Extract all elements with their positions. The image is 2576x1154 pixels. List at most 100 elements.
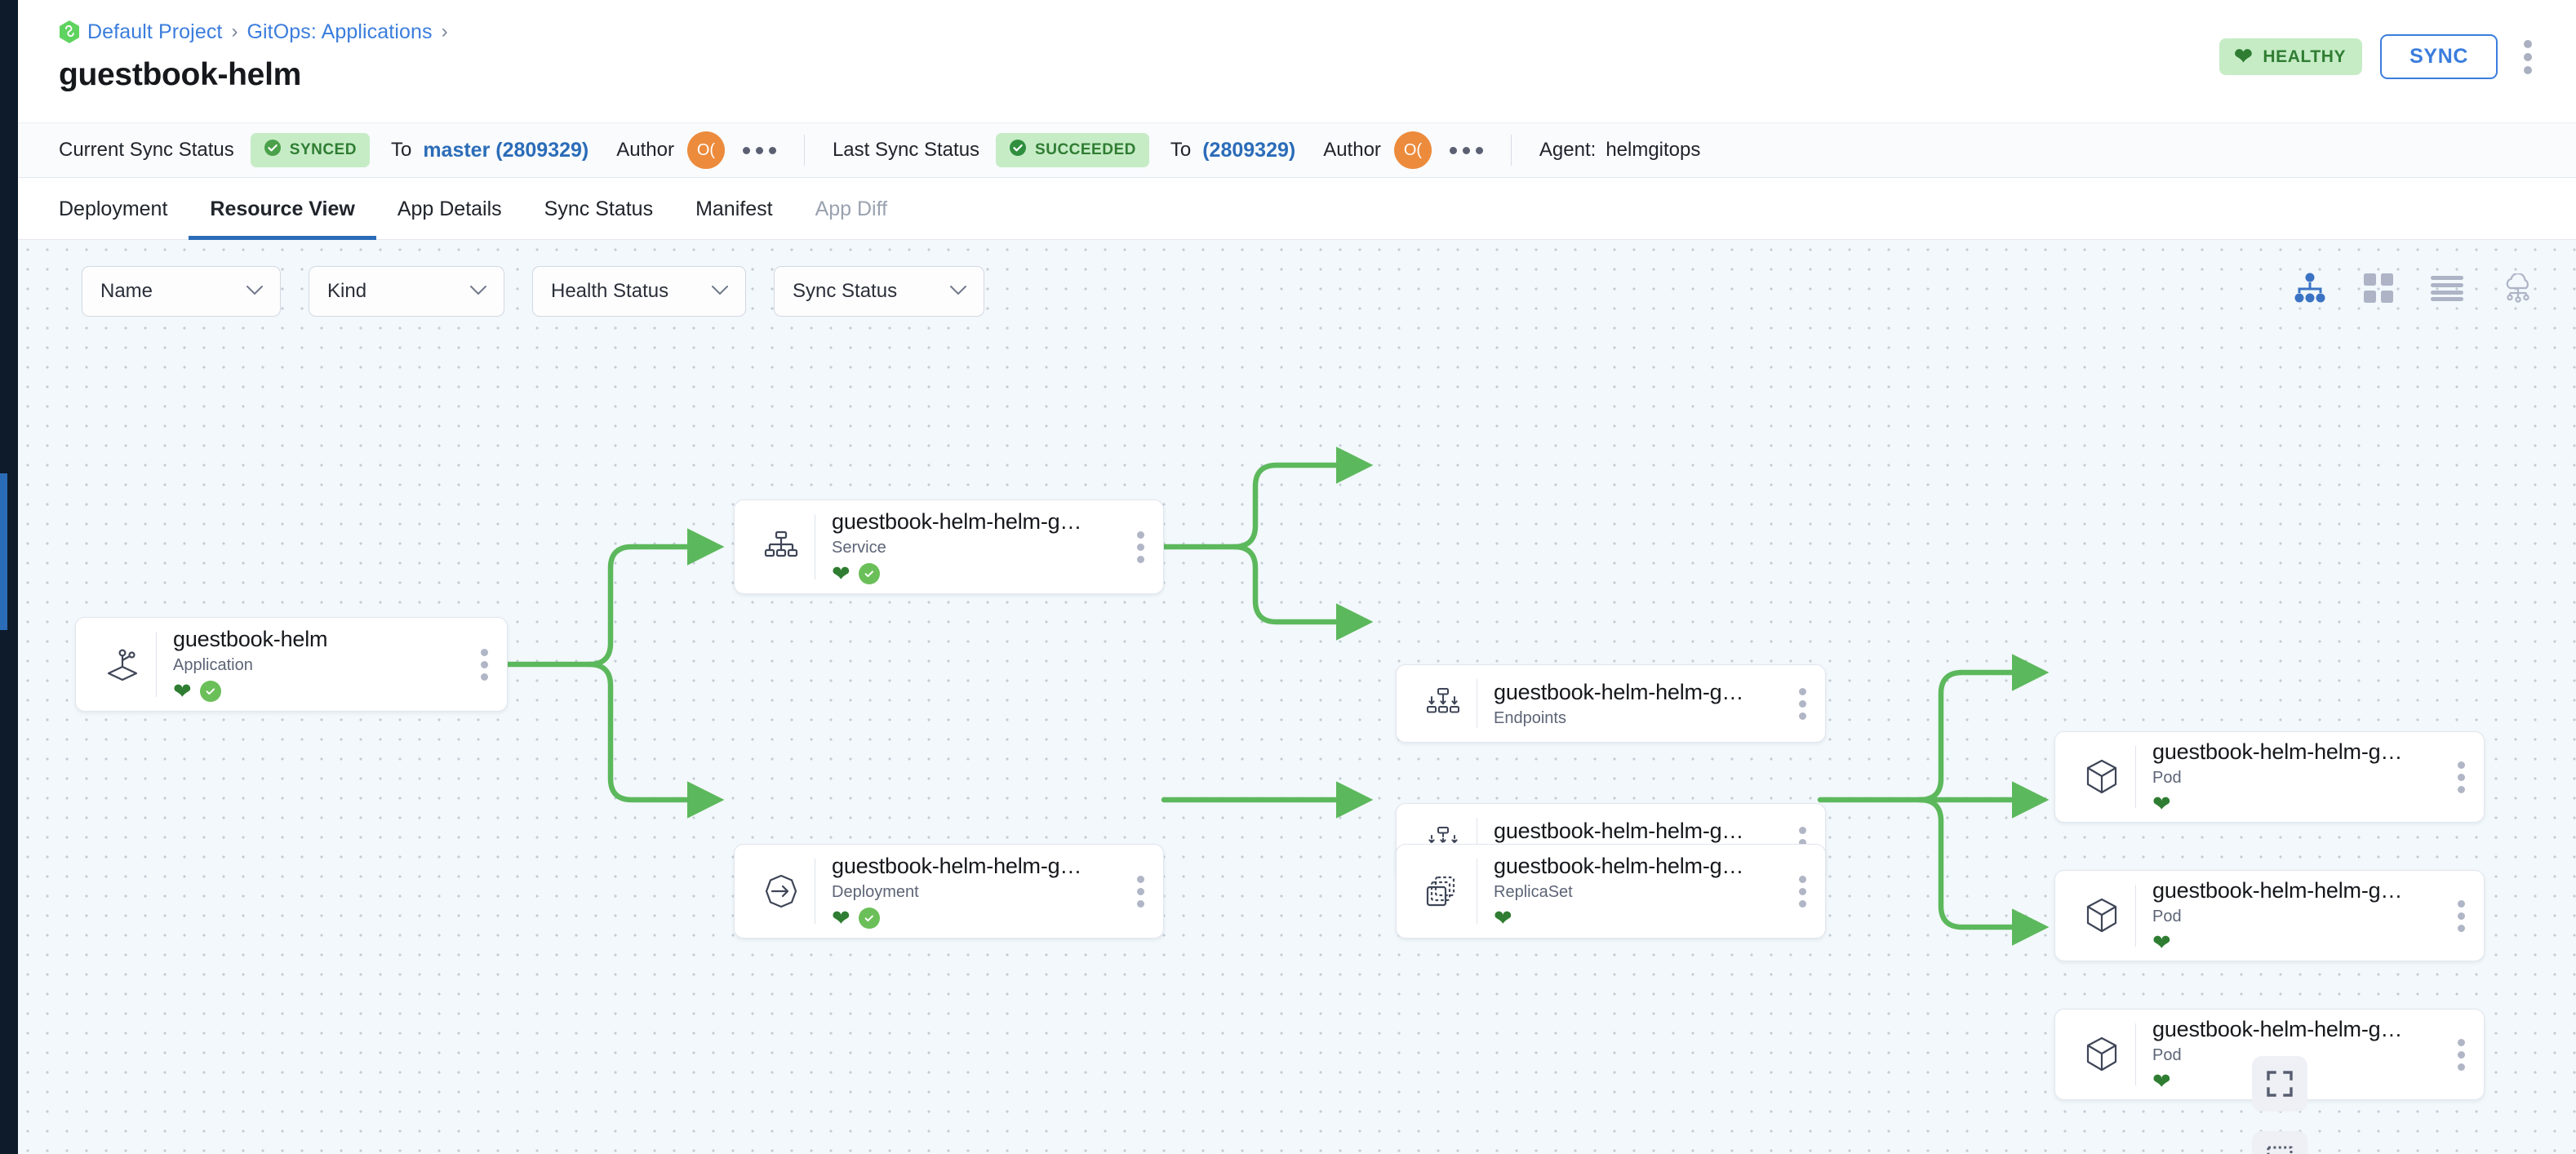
check-circle-icon [858, 563, 880, 584]
node-menu-icon[interactable] [2438, 1010, 2484, 1099]
endpoints-icon [1418, 687, 1468, 720]
chevron-down-icon [469, 282, 487, 301]
resource-graph-canvas[interactable]: Name Kind Health Status [18, 240, 2576, 1154]
node-title: guestbook-helm-helm-g… [2152, 1017, 2403, 1041]
kebab-menu-icon[interactable] [2516, 35, 2540, 79]
node-kind: Deployment [832, 883, 919, 901]
node-kind: Endpoints [1494, 708, 1566, 727]
graph-node-replicaset[interactable]: guestbook-helm-helm-g… ReplicaSet ❤ [1396, 844, 1826, 939]
pod-icon [2076, 897, 2127, 934]
filter-health-status[interactable]: Health Status [532, 266, 746, 317]
graph-node-pod-3[interactable]: guestbook-helm-helm-g… Pod ❤ [2054, 1009, 2485, 1100]
filter-health-label: Health Status [551, 280, 669, 302]
chevron-down-icon [711, 282, 729, 301]
left-nav-rail [0, 0, 18, 1154]
cloud-network-icon[interactable] [2501, 272, 2535, 303]
replicaset-icon [1418, 873, 1468, 909]
divider [1510, 135, 1512, 166]
breadcrumb-separator: › [231, 20, 238, 42]
node-kind: Pod [2152, 908, 2182, 925]
breadcrumb-link-gitops-applications[interactable]: GitOps: Applications [246, 20, 433, 43]
node-menu-icon[interactable] [2438, 871, 2484, 961]
avatar[interactable]: O( [686, 131, 725, 169]
graph-node-pod-1[interactable]: guestbook-helm-helm-g… Pod ❤ [2054, 731, 2485, 823]
tab-sync-status[interactable]: Sync Status [544, 198, 654, 220]
pod-icon [2076, 1036, 2127, 1073]
view-mode-toggle-group [2294, 272, 2535, 304]
breadcrumb: Default Project › GitOps: Applications › [59, 18, 2527, 46]
list-view-icon[interactable] [2431, 275, 2463, 301]
node-status: ❤ [832, 905, 1117, 930]
last-sync-status-value: SUCCEEDED [1035, 141, 1136, 158]
heart-icon: ❤ [2234, 44, 2254, 69]
heart-icon: ❤ [832, 561, 851, 586]
last-revision-link[interactable]: (2809329) [1202, 138, 1296, 162]
node-kind: ReplicaSet [1494, 883, 1573, 901]
filter-name[interactable]: Name [82, 266, 281, 317]
node-kind: Application [173, 656, 253, 674]
last-sync-status-chip: SUCCEEDED [996, 133, 1149, 167]
check-circle-icon [1009, 139, 1027, 162]
node-menu-icon[interactable] [1779, 665, 1825, 742]
ellipsis-icon[interactable] [742, 146, 776, 154]
ellipsis-icon[interactable] [1449, 146, 1483, 154]
filter-sync-status[interactable]: Sync Status [774, 266, 984, 317]
node-menu-icon[interactable] [1117, 500, 1163, 593]
selection-box-icon[interactable] [2252, 1131, 2307, 1154]
node-menu-icon[interactable] [1117, 845, 1163, 938]
node-kind: Service [832, 539, 886, 557]
agent-label: Agent: [1539, 139, 1597, 161]
heart-icon: ❤ [832, 905, 851, 930]
heart-icon: ❤ [2152, 930, 2171, 955]
check-circle-icon [199, 681, 221, 702]
node-menu-icon[interactable] [2438, 732, 2484, 822]
chevron-down-icon [949, 282, 967, 301]
tab-resource-view[interactable]: Resource View [189, 198, 376, 240]
filter-name-label: Name [100, 280, 153, 302]
graph-node-deployment[interactable]: guestbook-helm-helm-g… Deployment ❤ [734, 844, 1164, 939]
agent-value: helmgitops [1606, 139, 1701, 161]
graph-node-endpoints[interactable]: guestbook-helm-helm-g… Endpoints [1396, 664, 1826, 743]
divider [803, 135, 805, 166]
node-title: guestbook-helm-helm-g… [1494, 818, 1744, 843]
tab-app-details[interactable]: App Details [397, 198, 502, 220]
main-column: Default Project › GitOps: Applications ›… [18, 0, 2576, 1154]
status-badge-health: ❤ HEALTHY [2219, 38, 2363, 75]
pod-icon [2076, 758, 2127, 796]
node-menu-icon[interactable] [461, 618, 507, 711]
current-author-label: Author [616, 139, 674, 161]
node-title: guestbook-helm-helm-g… [1494, 679, 1744, 704]
tab-deployment[interactable]: Deployment [59, 198, 168, 220]
divider [2135, 885, 2136, 947]
breadcrumb-separator-2: › [441, 20, 448, 42]
node-title: guestbook-helm-helm-g… [832, 854, 1082, 878]
grid-view-icon[interactable] [2364, 273, 2393, 303]
node-status: ❤ [173, 680, 461, 702]
node-title: guestbook-helm-helm-g… [2152, 878, 2403, 903]
node-menu-icon[interactable] [1779, 845, 1825, 938]
tree-view-icon[interactable] [2294, 273, 2326, 304]
health-badge-label: HEALTHY [2263, 47, 2347, 66]
filter-kind[interactable]: Kind [309, 266, 504, 317]
breadcrumb-link-default-project[interactable]: Default Project [87, 20, 223, 43]
node-status: ❤ [2152, 930, 2438, 955]
current-revision-link[interactable]: master (2809329) [423, 138, 589, 162]
node-title: guestbook-helm-helm-g… [1494, 854, 1744, 878]
last-author-label: Author [1323, 139, 1381, 161]
graph-node-application[interactable]: guestbook-helm Application ❤ [75, 617, 508, 712]
fit-to-screen-icon[interactable] [2252, 1056, 2307, 1112]
divider [156, 632, 157, 697]
graph-node-service[interactable]: guestbook-helm-helm-g… Service ❤ [734, 499, 1164, 594]
tab-manifest[interactable]: Manifest [695, 198, 773, 220]
tab-app-diff: App Diff [815, 198, 888, 220]
service-icon [756, 530, 806, 564]
node-status: ❤ [2152, 791, 2438, 816]
graph-node-pod-2[interactable]: guestbook-helm-helm-g… Pod ❤ [2054, 870, 2485, 961]
node-title: guestbook-helm-helm-g… [832, 509, 1082, 534]
heart-icon: ❤ [2152, 791, 2171, 816]
divider [2135, 746, 2136, 808]
current-sync-status-label: Current Sync Status [59, 139, 234, 161]
avatar[interactable]: O( [1393, 131, 1432, 169]
sync-button[interactable]: SYNC [2380, 34, 2498, 79]
